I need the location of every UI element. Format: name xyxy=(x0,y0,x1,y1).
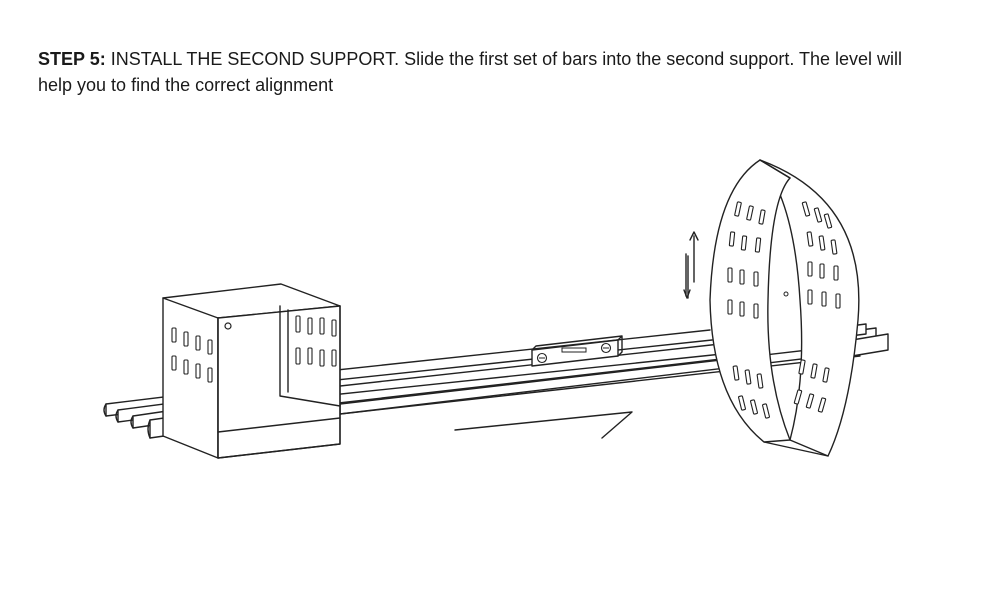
step-label: STEP 5: xyxy=(38,49,106,69)
floor-line xyxy=(454,411,633,439)
spirit-level xyxy=(531,335,623,367)
first-support xyxy=(162,283,341,459)
step-description: INSTALL THE SECOND SUPPORT. Slide the fi… xyxy=(38,49,903,95)
double-arrow-icon xyxy=(683,231,699,299)
second-support xyxy=(709,159,860,457)
instruction-text: STEP 5: INSTALL THE SECOND SUPPORT. Slid… xyxy=(38,46,938,98)
